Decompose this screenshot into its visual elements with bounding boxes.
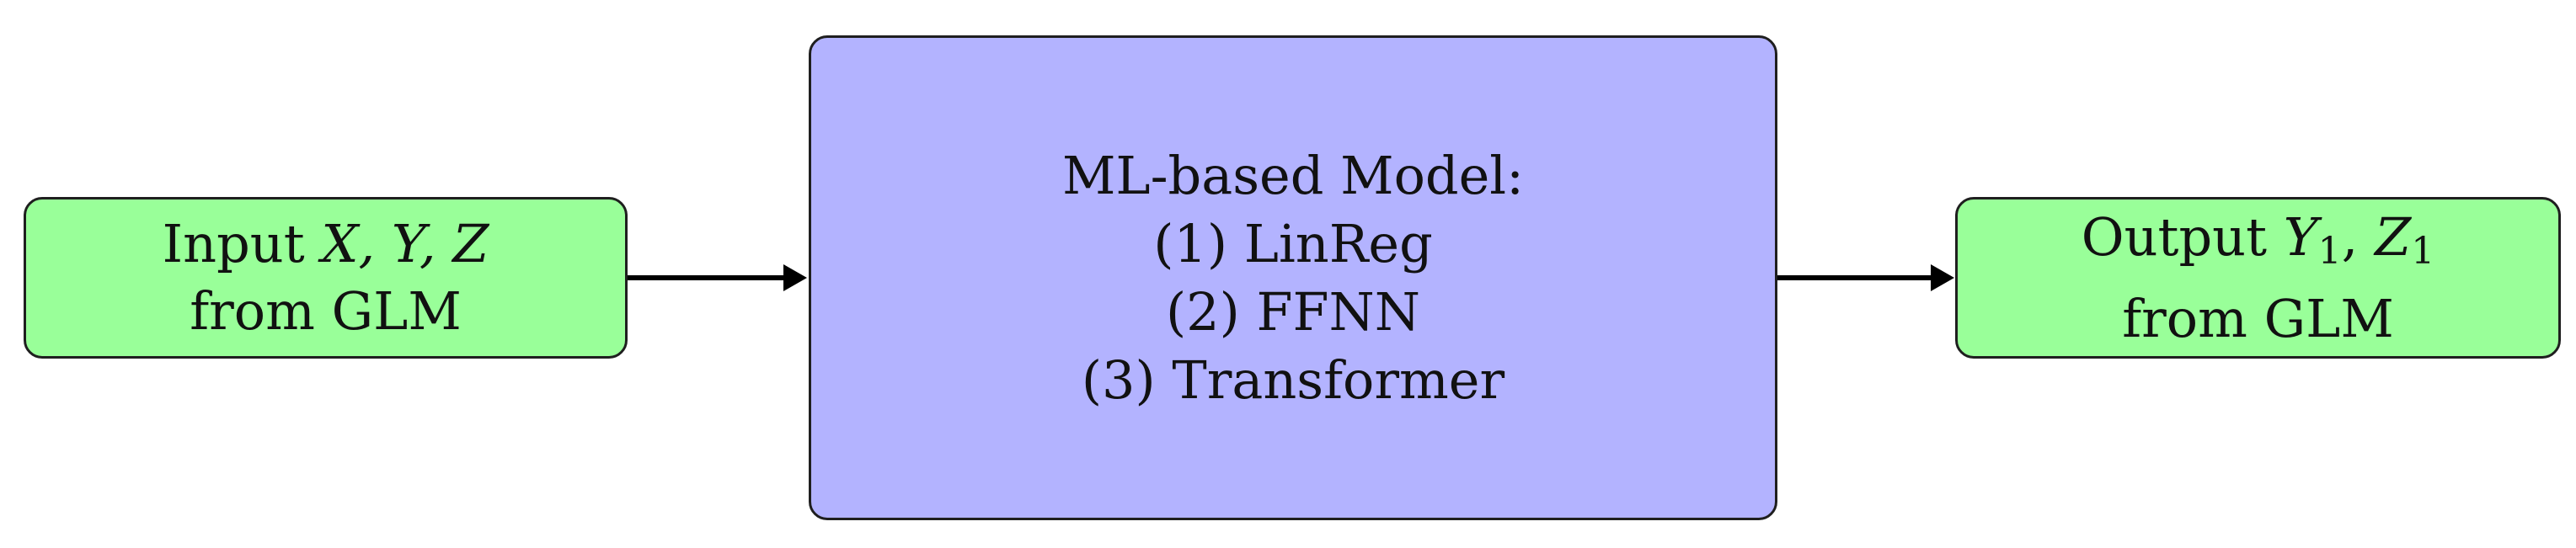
output-word: Output	[2081, 205, 2268, 268]
output-sub-y: 1	[2317, 229, 2342, 273]
model-title: ML-based Model:	[1061, 145, 1525, 206]
arrow-input-to-model	[628, 264, 807, 291]
model-item-linreg: (1) LinReg	[1153, 213, 1433, 274]
input-variables: X, Y, Z	[321, 213, 489, 274]
model-item-transformer: (3) Transformer	[1081, 349, 1505, 411]
output-box: Output Y1, Z1 from GLM	[1955, 197, 2561, 359]
model-item-ffnn: (2) FFNN	[1165, 281, 1421, 343]
output-source: from GLM	[2122, 287, 2394, 349]
input-source: from GLM	[190, 280, 462, 342]
input-box: Input X, Y, Z from GLM	[24, 197, 628, 359]
model-box: ML-based Model: (1) LinReg (2) FFNN (3) …	[809, 35, 1777, 520]
arrow-model-to-output	[1777, 264, 1954, 291]
input-word: Input	[162, 213, 305, 274]
output-sub-z: 1	[2411, 229, 2435, 273]
output-line-1: Output Y1, Z1	[2082, 204, 2434, 285]
output-var-y: Y	[2283, 205, 2318, 268]
output-var-z: Z	[2375, 205, 2412, 268]
output-separator: ,	[2341, 205, 2376, 268]
input-line-1: Input X, Y, Z	[163, 210, 489, 278]
